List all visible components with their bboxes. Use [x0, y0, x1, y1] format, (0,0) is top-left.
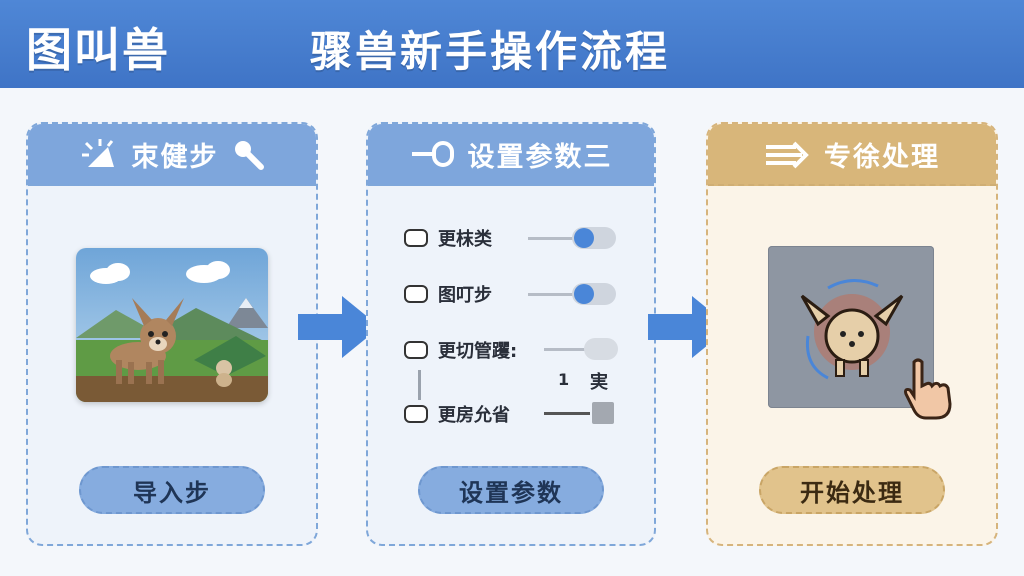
- setting-label-2: 图叮步: [438, 285, 492, 306]
- setting-row-4[interactable]: 更房允省: [404, 400, 624, 428]
- setting-label-3: 更切管躩:: [438, 341, 518, 362]
- setting-checkbox-4[interactable]: [404, 405, 428, 423]
- slider-icon: [411, 141, 454, 167]
- back-arrow-icon: [544, 412, 590, 415]
- setting-row-2[interactable]: 图叮步: [404, 280, 624, 308]
- step-settings-title: 设置参数三: [467, 141, 613, 173]
- pointer-hand-icon: [904, 358, 952, 420]
- toggle-line-1: [528, 237, 574, 240]
- import-step-button[interactable]: 导入步: [79, 466, 265, 514]
- toggle-line-3: [544, 348, 586, 351]
- header-bar: 图叫兽 骤兽新手操作流程: [0, 0, 1024, 88]
- setting-checkbox-2[interactable]: [404, 285, 428, 303]
- setting-toggle-1[interactable]: [572, 227, 616, 249]
- setting-label-1: 更枺类: [438, 229, 492, 250]
- setting-note-left: 1: [558, 370, 570, 389]
- toggle-knob-1: [574, 228, 594, 248]
- step-import-panel: 朿健步: [26, 122, 318, 546]
- step-settings-panel: 设置参数三 更枺类 图叮步 更切管躩: 1 実 更房允省 设置参数: [366, 122, 656, 546]
- setting-note-right: 実: [590, 372, 608, 393]
- page-title: 骤兽新手操作流程: [310, 27, 671, 76]
- setting-toggle-2[interactable]: [572, 283, 616, 305]
- setting-square-4[interactable]: [592, 402, 614, 424]
- magnifier-icon[interactable]: [231, 137, 265, 171]
- setting-row-1[interactable]: 更枺类: [404, 224, 624, 252]
- step-process-panel: 专徐处理 开始处理: [706, 122, 998, 546]
- next-arrow-icon: [298, 296, 380, 358]
- processing-preview[interactable]: [768, 246, 934, 408]
- imported-image-thumbnail[interactable]: [76, 248, 268, 402]
- step-settings-header: 设置参数三: [368, 124, 654, 186]
- step-process-title: 专徐处理: [824, 141, 940, 173]
- setting-row-3[interactable]: 更切管躩:: [404, 336, 624, 364]
- toggle-line-2: [528, 293, 574, 296]
- setting-checkbox-1[interactable]: [404, 229, 428, 247]
- app-title: 图叫兽: [26, 23, 170, 77]
- step-process-header: 专徐处理: [708, 124, 996, 186]
- setting-toggle-3[interactable]: [584, 338, 618, 360]
- settings-step-button[interactable]: 设置参数: [418, 466, 604, 514]
- connector-line: [418, 370, 421, 400]
- setting-label-4: 更房允省: [438, 405, 510, 426]
- start-processing-button[interactable]: 开始处理: [759, 466, 945, 514]
- lines-arrow-icon: [766, 141, 809, 169]
- toggle-knob-2: [574, 284, 594, 304]
- sparkle-icon: [81, 139, 114, 167]
- step-import-header: 朿健步: [28, 124, 316, 186]
- setting-checkbox-3[interactable]: [404, 341, 428, 359]
- step-import-title: 朿健步: [131, 141, 219, 173]
